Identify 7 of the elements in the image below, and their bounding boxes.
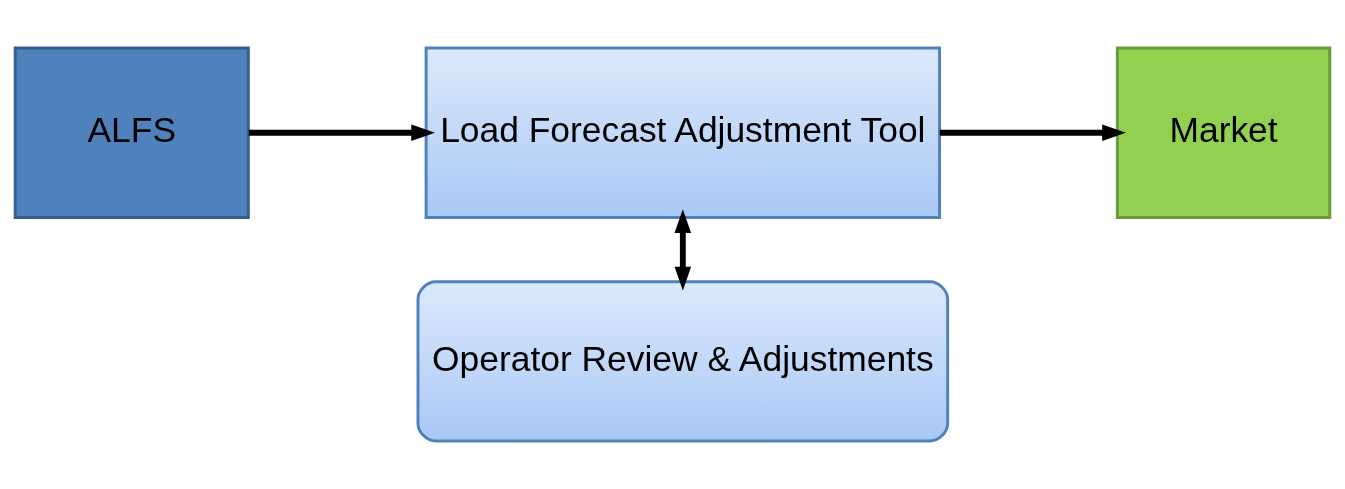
node-box: ALFS: [13, 46, 250, 220]
arrow: [674, 209, 692, 291]
arrow: [248, 124, 435, 142]
arrow: [939, 124, 1126, 142]
node-box: Load Forecast Adjustment Tool: [424, 46, 942, 220]
node-box: Operator Review & Adjustments: [416, 280, 950, 443]
node-box: Market: [1115, 46, 1332, 220]
